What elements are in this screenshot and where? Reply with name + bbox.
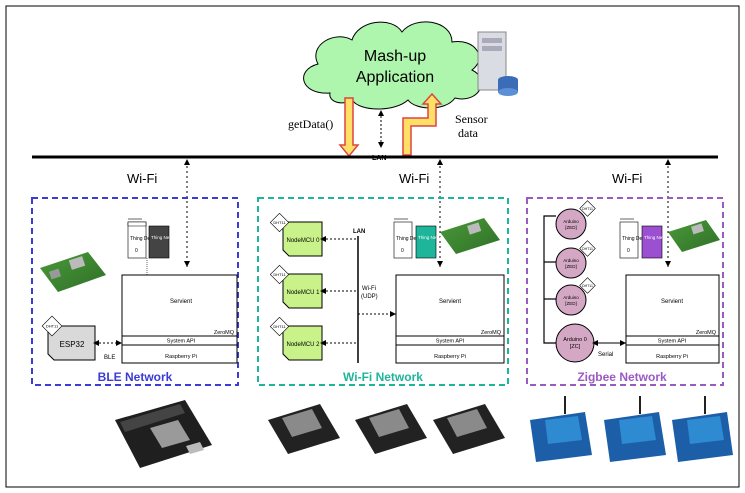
svg-text:Thing Network: Thing Network bbox=[418, 235, 448, 240]
wifi-servient-label: Servient bbox=[439, 299, 461, 305]
wifi-sysapi-box bbox=[395, 335, 505, 346]
wifi-dht11-sensors: DHT11 DHT11 DHT11 bbox=[269, 212, 290, 337]
zigbee-rpi-label: Raspberry Pi bbox=[656, 354, 688, 360]
serial-label: Serial bbox=[598, 352, 613, 358]
lan-bus-label: LAN bbox=[372, 155, 386, 162]
wifi-sysapi-label: System API bbox=[436, 339, 465, 345]
sensor-label-2: data bbox=[458, 126, 479, 140]
svg-text:DHT11: DHT11 bbox=[582, 247, 593, 251]
arduino-zed-1: Arduino [ZED] bbox=[555, 208, 587, 240]
getdata-label: getData() bbox=[288, 117, 333, 131]
mashup-cloud: Mash-up Application bbox=[303, 21, 483, 110]
wifi-udp-label-1: Wi-Fi bbox=[362, 286, 376, 292]
arduino-zed-3: Arduino [ZED] bbox=[555, 284, 587, 316]
nodemcu-2: NodeMCU 2 bbox=[282, 325, 323, 361]
ble-zeromq-label: ZeroMQ bbox=[214, 330, 235, 336]
wifi-network: Wi-Fi Network NodeMCU 0 NodeMCU 1 NodeMC… bbox=[257, 197, 509, 386]
ble-network: BLE Network Thing Device 0 Thing Network… bbox=[31, 197, 239, 386]
zigbee-dht11-sensors: DHT11 DHT11 DHT11 bbox=[579, 200, 596, 294]
arduino-zc: Arduino 0 [ZC] bbox=[555, 323, 595, 363]
wifi-servient-box bbox=[395, 274, 505, 364]
svg-text:[ZED]: [ZED] bbox=[565, 301, 577, 306]
ble-link-label: BLE bbox=[104, 355, 115, 361]
wifi-label-ble: Wi-Fi bbox=[127, 171, 157, 186]
ble-raspberry-pi-photo bbox=[40, 252, 106, 292]
ble-sysapi-box bbox=[121, 335, 238, 346]
zigbee-network: Zigbee Network Arduino [ZED] Arduino [ZE… bbox=[526, 197, 724, 386]
esp32-label: ESP32 bbox=[60, 340, 85, 349]
wifi-thing-network: Thing Network bbox=[415, 225, 448, 259]
outer-frame bbox=[5, 5, 740, 488]
arduino-xbee-photos bbox=[530, 396, 733, 462]
ble-thing-network: Thing Network bbox=[148, 225, 181, 259]
esp32-board-photo bbox=[115, 400, 212, 468]
svg-text:0: 0 bbox=[135, 248, 138, 254]
cloud-line-1: Mash-up bbox=[364, 48, 426, 65]
zigbee-thing-device: Thing Device 0 bbox=[619, 218, 651, 259]
zigbee-raspberry-pi-photo bbox=[668, 220, 720, 252]
svg-text:Thing Network: Thing Network bbox=[151, 235, 181, 240]
ble-rpi-label: Raspberry Pi bbox=[165, 354, 197, 360]
nodemcu-board-photos bbox=[268, 404, 505, 454]
ble-sysapi-label: System API bbox=[167, 339, 196, 345]
zigbee-network-title: Zigbee Network bbox=[577, 370, 667, 384]
svg-text:DHT11: DHT11 bbox=[273, 272, 286, 277]
wifi-rpi-label: Raspberry Pi bbox=[434, 354, 466, 360]
zigbee-zeromq-label: ZeroMQ bbox=[696, 330, 717, 336]
zigbee-servient-label: Servient bbox=[661, 299, 683, 305]
wifi-raspberry-pi-photo bbox=[440, 218, 500, 254]
svg-text:Thing Network: Thing Network bbox=[644, 235, 674, 240]
esp32-box bbox=[47, 325, 96, 361]
zigbee-sysapi-label: System API bbox=[658, 339, 687, 345]
svg-text:DHT11: DHT11 bbox=[46, 324, 59, 329]
zigbee-sysapi-box bbox=[625, 335, 720, 346]
nodemcu-1: NodeMCU 1 bbox=[282, 273, 323, 309]
svg-text:Arduino: Arduino bbox=[563, 219, 579, 224]
svg-text:[ZED]: [ZED] bbox=[565, 225, 577, 230]
wifi-internal-lan-label: LAN bbox=[353, 229, 365, 235]
wifi-zeromq-label: ZeroMQ bbox=[481, 330, 502, 336]
wifi-thing-device: Thing Device 0 bbox=[393, 218, 425, 259]
ble-dht11-sensor: DHT11 bbox=[41, 315, 63, 337]
wifi-label-zigbee: Wi-Fi bbox=[612, 171, 642, 186]
wifi-udp-label-2: (UDP) bbox=[361, 294, 378, 300]
getdata-arrow bbox=[338, 97, 360, 158]
svg-text:0: 0 bbox=[627, 248, 630, 254]
ble-servient-box bbox=[121, 274, 238, 364]
svg-text:Thing Device: Thing Device bbox=[396, 236, 425, 242]
wifi-label-wifi: Wi-Fi bbox=[399, 171, 429, 186]
svg-text:DHT11: DHT11 bbox=[582, 284, 593, 288]
svg-text:NodeMCU 0: NodeMCU 0 bbox=[286, 238, 320, 244]
cloud-line-2: Application bbox=[356, 69, 434, 86]
svg-text:Arduino: Arduino bbox=[563, 258, 579, 263]
svg-text:Thing Device: Thing Device bbox=[622, 236, 651, 242]
zigbee-thing-network: Thing Network bbox=[641, 225, 674, 259]
svg-text:[ZED]: [ZED] bbox=[565, 264, 577, 269]
svg-text:Arduino: Arduino bbox=[563, 295, 579, 300]
svg-text:NodeMCU 1: NodeMCU 1 bbox=[286, 290, 320, 296]
ble-network-title: BLE Network bbox=[98, 370, 173, 384]
svg-text:DHT11: DHT11 bbox=[273, 220, 286, 225]
sensor-data-arrow bbox=[402, 92, 443, 156]
svg-text:Thing Device: Thing Device bbox=[130, 236, 159, 242]
ble-thing-device: Thing Device 0 bbox=[127, 218, 159, 259]
nodemcu-0: NodeMCU 0 bbox=[282, 221, 323, 257]
sensor-label-1: Sensor bbox=[455, 112, 488, 126]
svg-text:Arduino 0: Arduino 0 bbox=[563, 337, 587, 343]
zigbee-servient-box bbox=[625, 274, 720, 364]
svg-text:DHT11: DHT11 bbox=[273, 324, 286, 329]
zigbee-network-border bbox=[526, 197, 724, 386]
wifi-network-border bbox=[257, 197, 509, 386]
server-icon bbox=[477, 31, 518, 96]
ble-servient-label: Servient bbox=[170, 299, 192, 305]
arduino-zed-2: Arduino [ZED] bbox=[555, 247, 587, 279]
wifi-network-title: Wi-Fi Network bbox=[343, 370, 423, 384]
svg-text:DHT11: DHT11 bbox=[582, 207, 593, 211]
ble-network-border bbox=[31, 197, 239, 386]
svg-text:[ZC]: [ZC] bbox=[570, 344, 581, 350]
svg-text:0: 0 bbox=[401, 248, 404, 254]
svg-text:NodeMCU 2: NodeMCU 2 bbox=[286, 342, 320, 348]
